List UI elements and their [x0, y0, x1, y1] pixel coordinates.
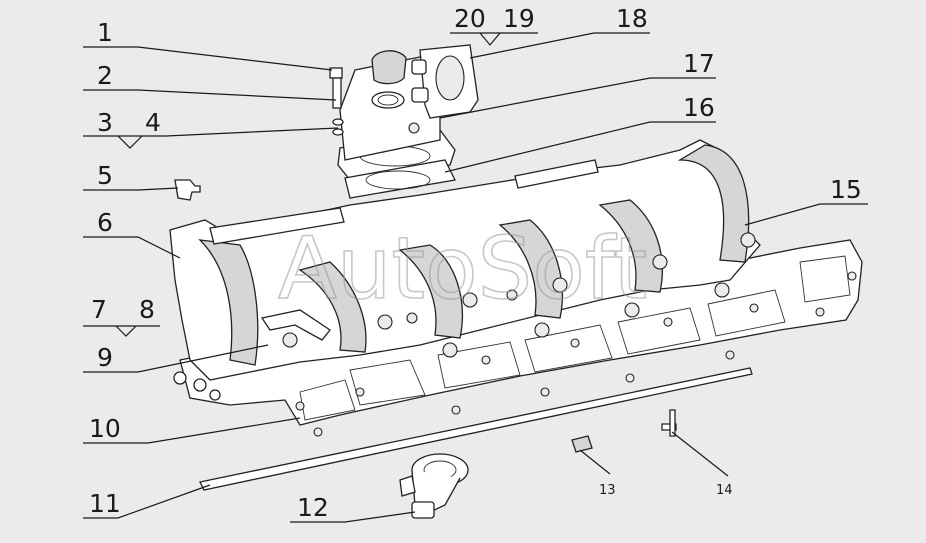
callout-1: 1	[97, 18, 113, 47]
callout-13: 13	[599, 483, 616, 498]
callout-20: 20	[454, 4, 486, 33]
callout-labels: 1 2 3 4 5 6 7 8 9 10 11 12 13 14 15 16 1…	[89, 4, 862, 522]
callout-15: 15	[830, 175, 862, 204]
callout-12: 12	[297, 493, 329, 522]
callout-3: 3	[97, 108, 113, 137]
callout-8: 8	[139, 295, 155, 324]
callout-10: 10	[89, 414, 121, 443]
callout-7: 7	[91, 295, 107, 324]
leader-lines	[83, 32, 868, 523]
callout-16: 16	[683, 93, 715, 122]
turbo-flange-assembly	[329, 44, 479, 199]
small-parts	[173, 179, 753, 519]
watermark-logo: AutoSoft	[278, 219, 647, 319]
exhaust-manifold	[169, 139, 761, 381]
callout-4: 4	[145, 108, 161, 137]
callout-11: 11	[89, 489, 121, 518]
callout-14: 14	[716, 483, 733, 498]
callout-5: 5	[97, 161, 113, 190]
callout-6: 6	[97, 208, 113, 237]
callout-19: 19	[503, 4, 535, 33]
callout-2: 2	[97, 61, 113, 90]
callout-17: 17	[683, 49, 715, 78]
callout-18: 18	[616, 4, 648, 33]
callout-9: 9	[97, 343, 113, 372]
